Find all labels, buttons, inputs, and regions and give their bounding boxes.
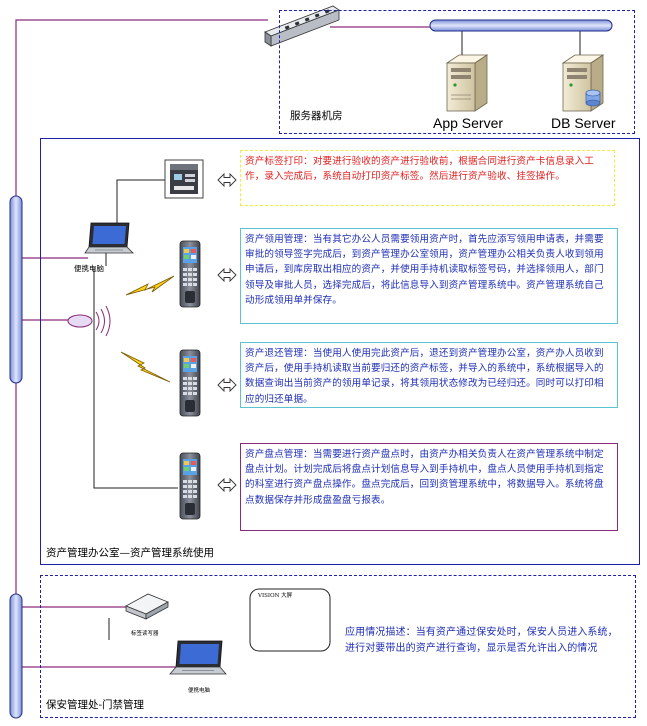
office-laptop-label: 便携电脑 <box>74 264 104 273</box>
vision-screen-icon[interactable] <box>249 588 331 652</box>
rfid-antenna-icon[interactable] <box>67 305 111 337</box>
handheld-terminal-icon-1[interactable] <box>179 240 201 308</box>
vision-screen-label: VISION 大屏 <box>258 593 293 599</box>
office-area-label: 资产管理办公室—资产管理系统使用 <box>46 547 214 559</box>
label-print-box: 资产标签打印：对要进行验收的资产进行验收前，根据合同进行资产卡信息录入工作，录入… <box>240 150 615 206</box>
wireless-lightning-icon-1 <box>125 275 175 296</box>
asset-borrow-box: 资产领用管理：当有其它办公人员需要领用资产时，首先应添写领用申请表，并需要审批的… <box>240 228 618 324</box>
security-frame <box>40 575 636 718</box>
double-arrow-icon-print <box>217 172 237 188</box>
label-reader-label: 标签读写器 <box>131 631 159 637</box>
backbone-lines <box>15 19 432 668</box>
double-arrow-icon-borrow <box>217 267 237 283</box>
laptop-icon[interactable] <box>84 222 134 254</box>
db-server-label: DB Server <box>551 115 616 131</box>
security-area-label: 保安管理处-门禁管理 <box>46 699 145 711</box>
asset-inventory-box: 资产盘点管理：当需要进行资产盘点时，由资产办相关负责人在资产管理系统中制定盘点计… <box>240 443 618 531</box>
handheld-terminal-icon-3[interactable] <box>179 452 201 520</box>
handheld-terminal-icon-2[interactable] <box>179 349 201 417</box>
security-laptop-label: 便携电脑 <box>188 688 211 694</box>
office-frame <box>40 138 640 565</box>
office-connection-lines <box>93 30 581 640</box>
database-server-icon[interactable] <box>561 54 605 112</box>
double-arrow-icon-return <box>217 377 237 393</box>
security-laptop-icon[interactable] <box>169 640 227 675</box>
server-room-pipe[interactable] <box>429 19 613 32</box>
wireless-lightning-icon-2 <box>120 351 171 383</box>
double-arrow-icon-inventory <box>217 477 237 493</box>
app-server-label: App Server <box>433 115 504 131</box>
server-room-frame <box>279 10 635 134</box>
label-printer-icon[interactable] <box>164 159 204 199</box>
asset-return-box: 资产退还管理：当使用人使用完此资产后，退还到资产管理办公室，资产办人员收到资产后… <box>240 342 618 408</box>
network-switch-icon[interactable] <box>264 5 340 47</box>
server-tower-icon[interactable] <box>445 54 489 112</box>
left-pipe-upper[interactable] <box>9 195 23 384</box>
label-reader-icon[interactable] <box>125 593 169 620</box>
left-pipe-lower[interactable] <box>9 593 23 719</box>
server-room-label: 服务器机房 <box>290 110 343 122</box>
security-description: 应用情况描述：当有资产通过保安处时，保安人员进入系统，进行对要带出的资产进行查询… <box>345 627 618 654</box>
